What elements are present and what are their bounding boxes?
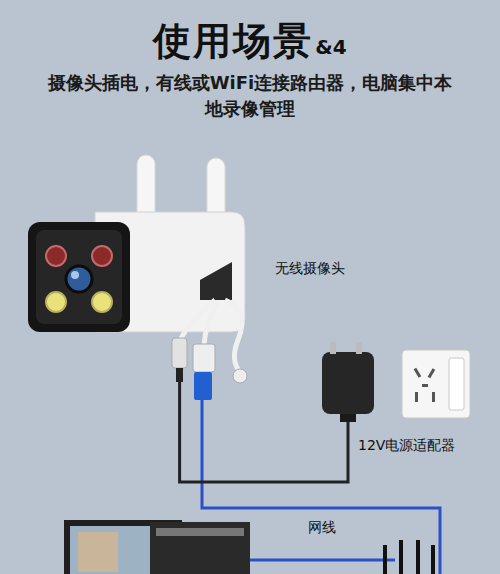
power-cable xyxy=(180,382,348,482)
camera-bracket xyxy=(200,262,232,300)
socket-slot xyxy=(415,392,418,402)
rj45-socket xyxy=(193,344,215,372)
router-antenna xyxy=(383,545,387,574)
adapter-strain xyxy=(340,414,356,422)
white-led xyxy=(46,292,66,312)
node-label: 12V电源适配器 xyxy=(358,437,455,455)
camera-front xyxy=(28,222,130,332)
adapter-node: 12V电源适配器 xyxy=(318,340,378,422)
cable-label: 网线 xyxy=(308,519,336,537)
pc-tower xyxy=(150,522,250,574)
tail-cable xyxy=(225,300,242,372)
socket-slot xyxy=(432,392,435,402)
socket-switch xyxy=(449,358,464,410)
reset-cap xyxy=(233,369,247,383)
adapter-prong xyxy=(356,342,362,354)
ir-led xyxy=(46,246,66,266)
title-row: 使用场景&4 xyxy=(0,16,500,67)
subtitle: 摄像头插电，有线或WiFi连接路由器，电脑集中本地录像管理 xyxy=(40,70,460,122)
cable-line xyxy=(180,382,348,482)
node-label: 无线摄像头 xyxy=(275,260,345,278)
title: 使用场景 xyxy=(153,16,313,67)
socket-slot xyxy=(422,384,428,387)
router-antenna xyxy=(431,545,435,574)
camera-face xyxy=(36,230,122,324)
title-tag: &4 xyxy=(315,35,346,59)
ir-led xyxy=(92,246,112,266)
tail-cable xyxy=(204,302,218,345)
router-antenna xyxy=(416,540,420,574)
rj45-plug xyxy=(194,372,212,400)
socket-slot xyxy=(428,368,436,378)
dc-jack xyxy=(172,338,187,368)
lens-glint xyxy=(71,271,79,279)
power-adapter xyxy=(322,352,374,414)
pc-drive xyxy=(156,528,244,536)
camera-lens xyxy=(66,266,92,292)
white-led xyxy=(92,292,112,312)
camera-node: 无线摄像头 xyxy=(30,150,250,382)
router-antenna xyxy=(399,540,403,574)
socket-slot xyxy=(414,368,422,378)
adapter-prong xyxy=(330,342,336,354)
screen-image xyxy=(78,532,118,572)
wall-socket xyxy=(402,350,470,418)
dc-plug xyxy=(176,368,183,382)
